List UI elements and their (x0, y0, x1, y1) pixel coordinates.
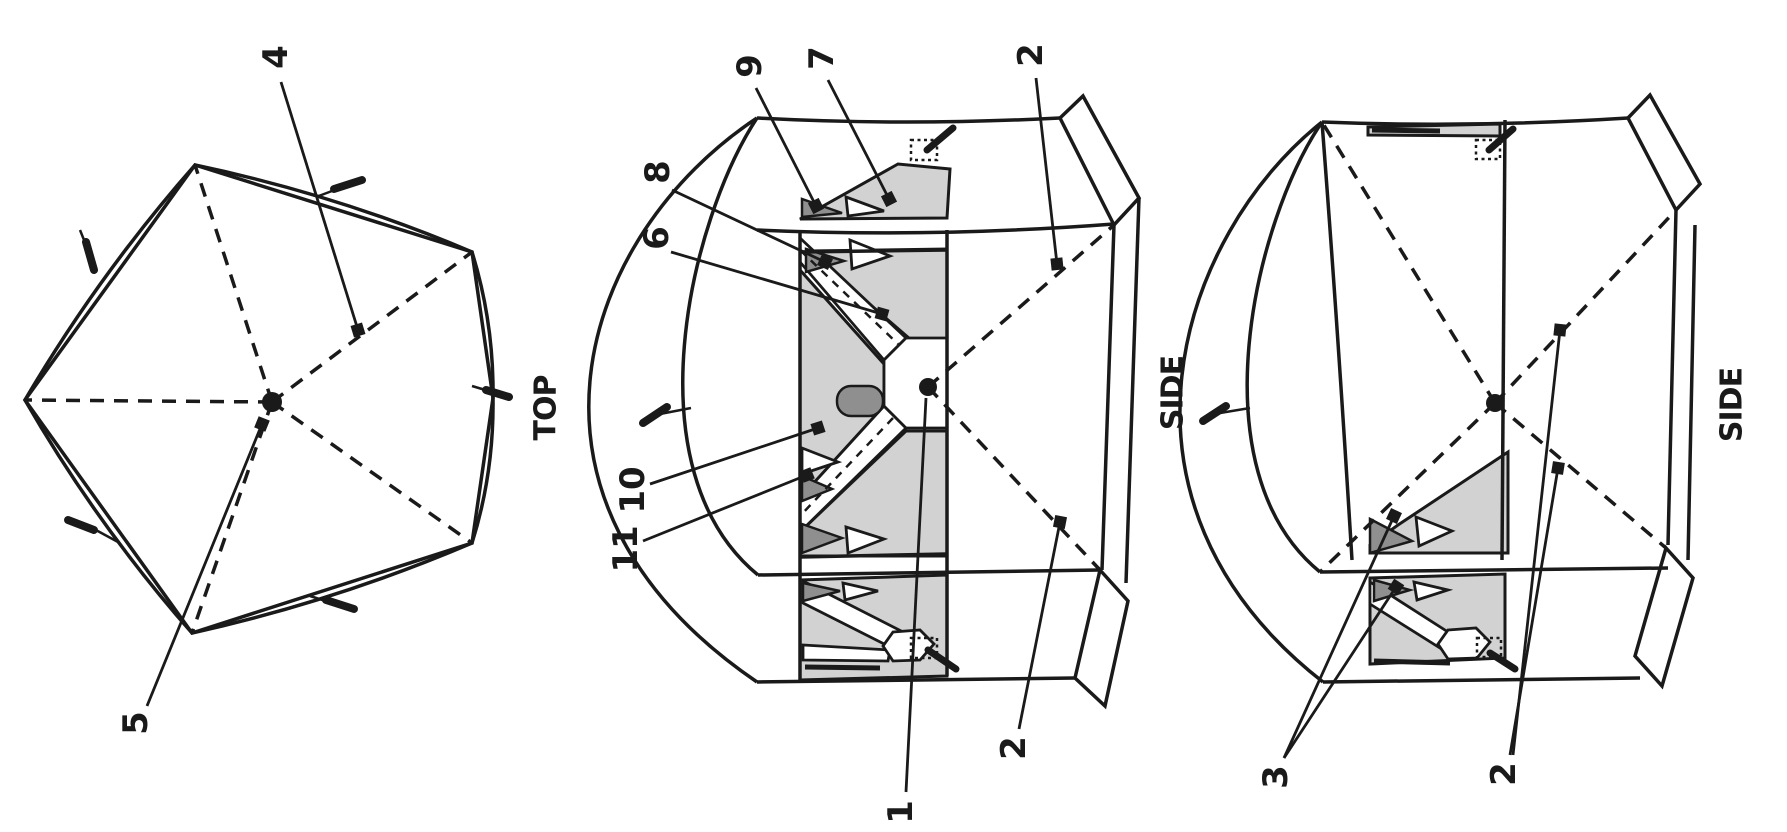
callout-5-label: 5 (116, 711, 156, 735)
zipper-lines (799, 249, 899, 517)
side-view-2: 3 2 SIDE (1178, 92, 1750, 789)
callout-6: 6 (637, 226, 890, 322)
sv2-rolled-door-streak (1373, 658, 1451, 666)
side2-stake-points (1199, 125, 1519, 673)
callout-10-label: 10 (613, 466, 653, 513)
callout-8: 8 (638, 160, 833, 270)
hub-opening (882, 336, 949, 430)
callout-6-label: 6 (637, 226, 677, 250)
callout-11-label: 11 (606, 525, 646, 572)
door-flap-panel (799, 162, 952, 221)
callout-2-bottom: 2 (994, 514, 1068, 760)
callout-3: 3 (1256, 508, 1405, 789)
sv2-hub-dot (1486, 394, 1504, 412)
zipper-pull-oval (835, 384, 885, 418)
door-strip-bottom-2 (801, 643, 892, 663)
callout-5: 5 (116, 416, 270, 735)
top-view-pole-radials (24, 164, 474, 634)
side1-outline (587, 93, 1142, 710)
callout-3-label: 3 (1256, 765, 1296, 789)
side-view-1: 9 7 2 8 6 10 11 (587, 43, 1191, 824)
top-view-title: TOP (529, 376, 564, 441)
callout-1: 1 (881, 397, 928, 824)
top-view-hub-dot (262, 392, 282, 412)
callout-10: 10 (613, 420, 826, 514)
callout-7: 7 (802, 46, 898, 208)
callout-4-arrow (350, 322, 366, 338)
callout-9-label: 9 (730, 54, 770, 78)
sv2-top-streak (1371, 127, 1441, 134)
rolled-door-streak (804, 664, 881, 671)
callout-5-arrow (254, 416, 270, 432)
top-view: 4 5 TOP (22, 45, 564, 735)
callout-4: 4 (256, 45, 366, 338)
top-view-stakes (64, 176, 513, 613)
side-view-2-title: SIDE (1715, 368, 1750, 442)
callout-7-label: 7 (802, 46, 842, 70)
callout-1-label: 1 (881, 800, 921, 824)
callout-9: 9 (730, 54, 825, 215)
side1-hidden-poles (926, 223, 1116, 572)
hub-opening-bottom (881, 628, 936, 663)
callout-2-top-label: 2 (1011, 43, 1051, 67)
side2-outline (1178, 92, 1703, 690)
callout-11: 11 (606, 467, 815, 573)
callout-2-bottom-label: 2 (994, 736, 1034, 760)
callout-2-right-label: 2 (1484, 762, 1524, 786)
side1-stake-points (639, 124, 960, 673)
callout-4-label: 4 (256, 45, 296, 69)
callout-8-label: 8 (638, 160, 678, 184)
side2-hidden-poles (1318, 121, 1678, 574)
callout-2-top: 2 (1011, 43, 1064, 271)
callout-2-right: 2 (1484, 323, 1567, 786)
side-view-1-title: SIDE (1156, 356, 1191, 430)
